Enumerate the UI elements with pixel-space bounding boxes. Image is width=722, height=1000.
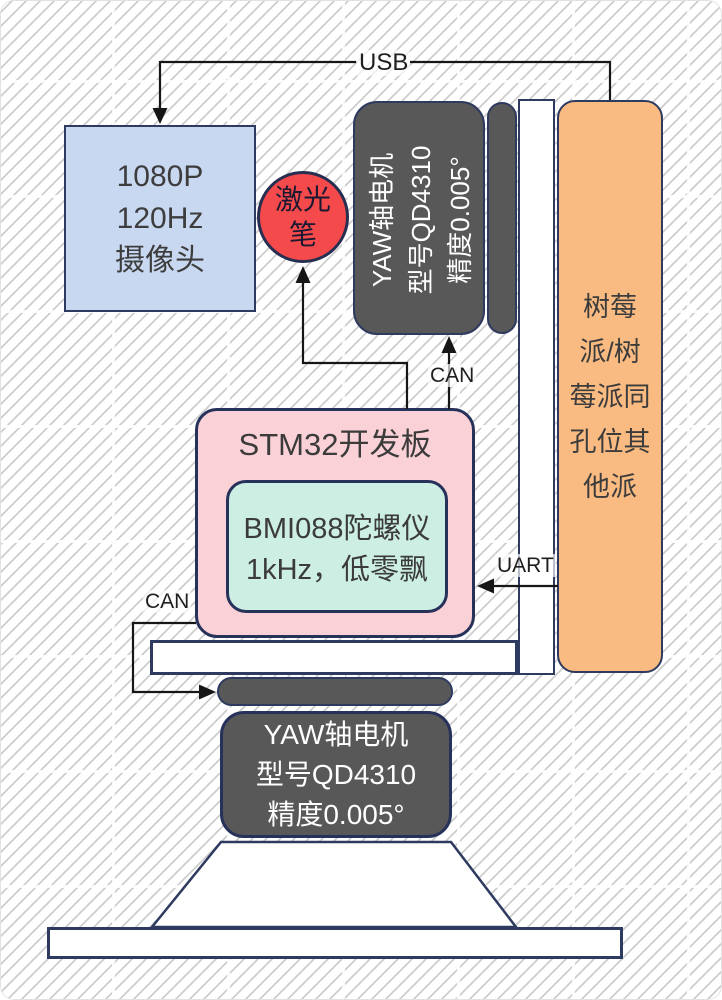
yaw-motor-bottom-text-line: YAW轴电机 xyxy=(263,718,409,750)
base-plate xyxy=(47,927,623,959)
yaw-motor-top-node: YAW轴电机 型号QD4310 精度0.005° xyxy=(353,101,485,335)
base-trapezoid xyxy=(149,840,519,929)
stm32-title: STM32开发板 xyxy=(238,427,432,462)
laser-pen-text-line: 激光 xyxy=(274,184,331,215)
raspberry-pi-node: 树莓 派/树 莓派同 孔位其 他派 xyxy=(557,100,663,673)
platform-bar xyxy=(150,640,518,675)
yaw-motor-top-cap xyxy=(487,102,517,334)
yaw-motor-bottom-text-line: 型号QD4310 xyxy=(255,758,417,790)
yaw-motor-bottom-text-line: 精度0.005° xyxy=(267,798,405,830)
raspberry-pi-text-line: 孔位其 xyxy=(569,427,651,457)
camera-text-line: 摄像头 xyxy=(115,243,205,277)
gimbal-pole xyxy=(518,99,555,675)
camera-text-line: 1080P xyxy=(116,159,204,193)
raspberry-pi-text-line: 莓派同 xyxy=(569,382,651,412)
usb-label: USB xyxy=(357,49,411,76)
yaw-motor-top-text: YAW轴电机 型号QD4310 精度0.005° xyxy=(355,103,487,337)
camera-text-line: 120Hz xyxy=(116,201,204,235)
raspberry-pi-text-line: 树莓 xyxy=(583,292,637,322)
raspberry-pi-text-line: 派/树 xyxy=(579,337,641,367)
gyroscope-text-line: BMI088陀螺仪 xyxy=(243,512,431,545)
gyroscope-node: BMI088陀螺仪 1kHz，低零飘 xyxy=(226,480,448,613)
yaw-motor-bottom-cap xyxy=(217,677,453,706)
raspberry-pi-text-line: 他派 xyxy=(583,472,637,502)
camera-node: 1080P 120Hz 摄像头 xyxy=(64,125,256,312)
yaw-motor-top-text-line: 精度0.005° xyxy=(444,156,475,284)
can-bottom-label: CAN xyxy=(143,590,192,613)
yaw-motor-bottom-node: YAW轴电机 型号QD4310 精度0.005° xyxy=(220,711,452,838)
gyroscope-text-line: 1kHz，低零飘 xyxy=(245,553,429,586)
laser-pen-node: 激光 笔 xyxy=(257,171,349,263)
yaw-motor-top-text-line: 型号QD4310 xyxy=(405,145,436,295)
uart-label: UART xyxy=(495,554,556,577)
can-top-label: CAN xyxy=(428,364,477,387)
laser-pen-text-line: 笔 xyxy=(288,219,317,250)
yaw-motor-top-text-line: YAW轴电机 xyxy=(366,152,397,288)
stm32-node: STM32开发板 BMI088陀螺仪 1kHz，低零飘 xyxy=(195,408,475,638)
